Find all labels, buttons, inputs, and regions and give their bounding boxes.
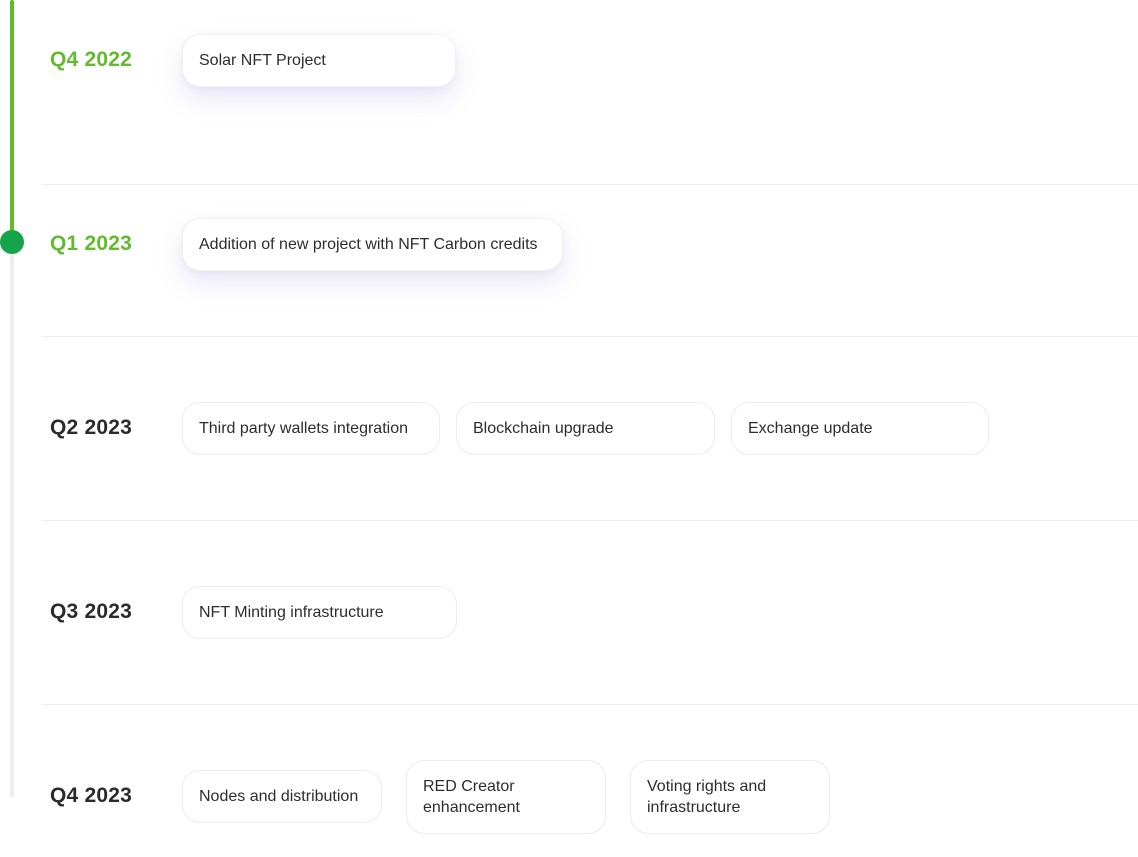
quarter-label: Q1 2023: [50, 232, 132, 255]
timeline-track: [10, 0, 14, 797]
quarter-label: Q4 2022: [50, 48, 132, 71]
milestone-chip: Exchange update: [731, 402, 989, 455]
milestone-chip: Voting rights and infrastructure: [630, 760, 830, 834]
milestone-chip: Addition of new project with NFT Carbon …: [182, 218, 563, 271]
roadmap-row-q4-2022: Q4 2022 Solar NFT Project: [42, 0, 1138, 185]
quarter-label: Q2 2023: [50, 416, 132, 439]
timeline-progress-bar: [10, 0, 14, 242]
milestone-chip: Third party wallets integration: [182, 402, 440, 455]
milestone-chip: Solar NFT Project: [182, 34, 456, 87]
roadmap-row-q3-2023: Q3 2023 NFT Minting infrastructure: [42, 520, 1138, 705]
milestone-chip: Blockchain upgrade: [456, 402, 715, 455]
roadmap-row-q1-2023: Q1 2023 Addition of new project with NFT…: [42, 152, 1138, 337]
milestone-chip: Nodes and distribution: [182, 770, 382, 823]
quarter-label: Q4 2023: [50, 784, 132, 807]
milestone-chip: NFT Minting infrastructure: [182, 586, 457, 639]
current-milestone-dot: [0, 230, 24, 254]
milestone-chip: RED Creator enhancement: [406, 760, 606, 834]
quarter-label: Q3 2023: [50, 600, 132, 623]
roadmap-row-q4-2023: Q4 2023 Nodes and distribution RED Creat…: [42, 704, 1138, 857]
roadmap-row-q2-2023: Q2 2023 Third party wallets integration …: [42, 336, 1138, 521]
